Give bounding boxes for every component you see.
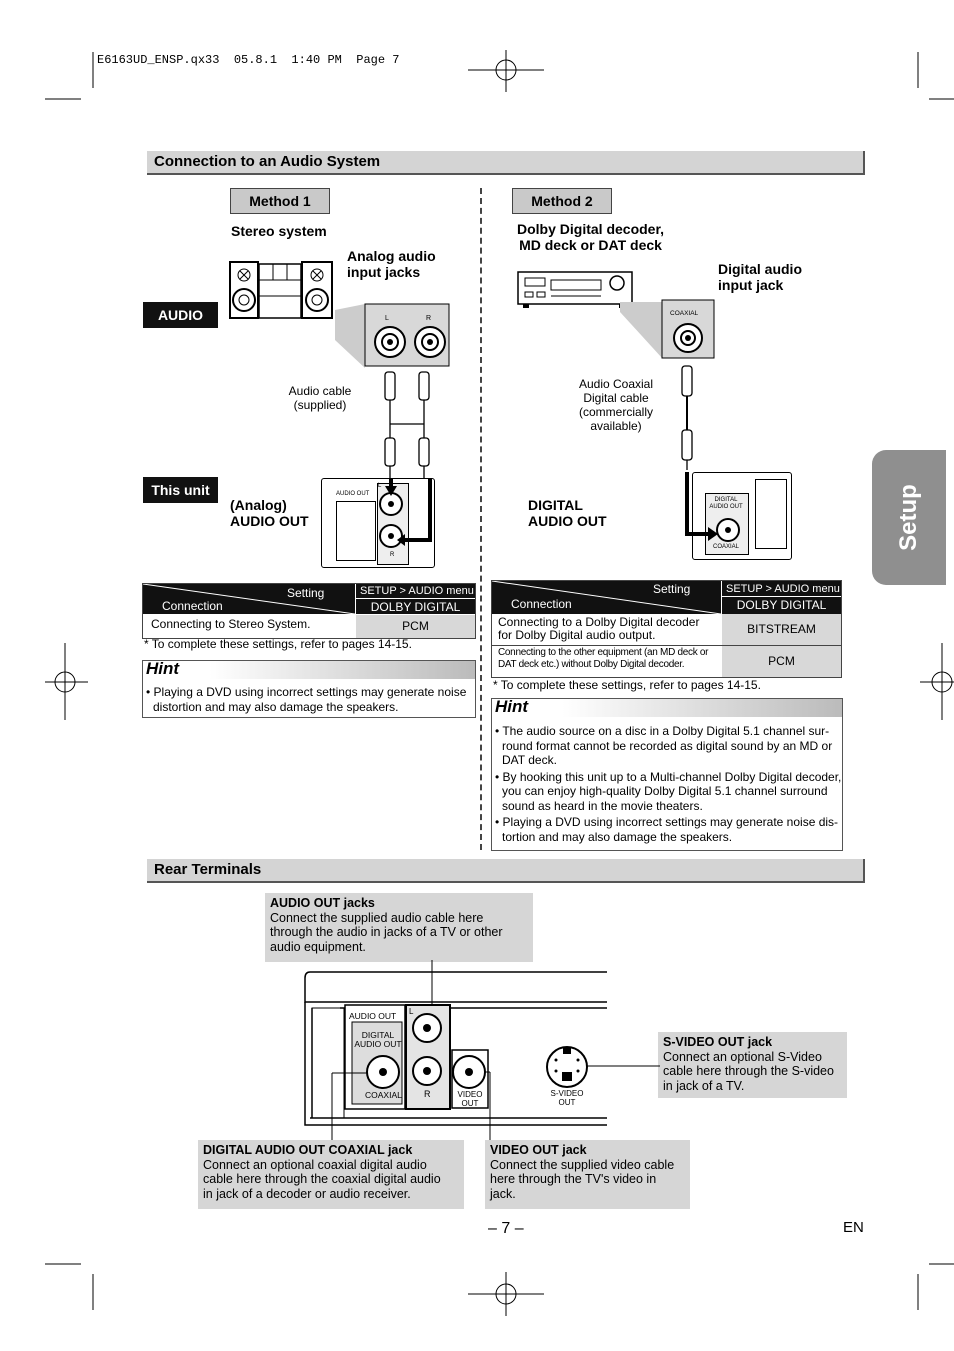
coaxial-cable-label: Audio Coaxial Digital cable (commerciall… (578, 377, 654, 433)
analog-input-jacks-icon: L R (335, 303, 450, 368)
table-row-other-label: Connecting to the other equipment (an MD… (498, 647, 709, 670)
video-out-callout: VIDEO OUT jack Connect the supplied vide… (485, 1140, 690, 1209)
rear-s-video-label: S-VIDEO OUT (550, 1089, 584, 1107)
audio-out-r-jack-icon (412, 1056, 442, 1086)
section-title: Connection to an Audio System (154, 153, 381, 170)
decoder-illustration (517, 271, 633, 308)
hint-title: Hint (495, 697, 529, 716)
rear-video-label: VIDEO OUT (457, 1090, 483, 1108)
panel-audio-out-label: AUDIO OUT (336, 491, 370, 497)
rear-digital-label: DIGITAL AUDIO OUT (354, 1030, 402, 1049)
stereo-system-label: Stereo system (231, 223, 327, 239)
panel-jack-r-label: R (390, 552, 395, 558)
table-row-decoder-value: BITSTREAM (722, 614, 841, 645)
coaxial-small-label: COAXIAL (670, 310, 699, 317)
table-setting-header: Setting (653, 582, 691, 596)
method-1-hint-box: Hint • Playing a DVD using incorrect set… (142, 659, 476, 718)
panel-jack-l-label: L (378, 483, 382, 489)
table-row-other-value: PCM (722, 646, 841, 677)
rear-l-label: L (409, 1007, 414, 1016)
method-2-hint-text: • The audio source on a disc in a Dolby … (495, 724, 842, 844)
s-video-callout: S-VIDEO OUT jack Connect an optional S-V… (658, 1032, 847, 1098)
svg-text:R: R (426, 315, 431, 322)
method-2-hint-box: Hint • The audio source on a disc in a D… (491, 697, 843, 851)
rear-panel-illustration (304, 960, 660, 1140)
page-number: – 7 – (488, 1220, 524, 1237)
table-row-decoder-label: Connecting to a Dolby Digital decoder fo… (498, 615, 700, 642)
method-1-note: * To complete these settings, refer to p… (144, 637, 412, 651)
rear-audio-out-label: AUDIO OUT (349, 1011, 397, 1021)
table-menu-header: SETUP > AUDIO menu > (722, 581, 841, 611)
method-2-note: * To complete these settings, refer to p… (493, 678, 761, 692)
rear-r-label: R (424, 1089, 431, 1099)
table-menu-value: DOLBY DIGITAL (722, 597, 841, 614)
hint-title: Hint (146, 659, 180, 678)
audio-tag: AUDIO (143, 302, 218, 328)
table-diagonal (143, 584, 355, 614)
setup-tab[interactable]: Setup (872, 450, 946, 585)
method-1-hint-text: • Playing a DVD using incorrect settings… (146, 685, 467, 714)
audio-out-l-jack-icon (412, 1013, 442, 1043)
panel-coaxial-label: COAXIAL (713, 544, 740, 550)
table-menu-header: SETUP > AUDIO menu > (356, 584, 475, 612)
digital-audio-out-label: DIGITAL AUDIO OUT (528, 497, 607, 529)
table-connection-header: Connection (162, 599, 223, 613)
table-row-stereo-label: Connecting to Stereo System. (151, 617, 311, 631)
coaxial-callout: DIGITAL AUDIO OUT COAXIAL jack Connect a… (198, 1140, 464, 1209)
this-unit-tag: This unit (143, 477, 218, 503)
digital-input-jack-label: Digital audio input jack (718, 261, 802, 293)
method-1-label: Method 1 (230, 188, 330, 214)
stereo-system-illustration (229, 261, 333, 319)
print-header: E6163UD_ENSP.qx33 05.8.1 1:40 PM Page 7 (97, 53, 400, 67)
video-out-jack-icon (452, 1055, 486, 1089)
coaxial-input-jack-icon (620, 299, 715, 359)
section-header-audio-system: Connection to an Audio System (147, 151, 865, 175)
section-header-rear-terminals: Rear Terminals (147, 859, 865, 883)
coaxial-jack-icon (366, 1055, 400, 1089)
rear-coaxial-label: COAXIAL (365, 1090, 402, 1100)
audio-out-callout: AUDIO OUT jacks Connect the supplied aud… (265, 893, 533, 962)
panel-digital-label: DIGITAL AUDIO OUT (709, 497, 743, 510)
digital-out-jack-icon (685, 472, 740, 542)
analog-audio-out-label: (Analog) AUDIO OUT (230, 497, 309, 529)
analog-out-jacks-icon (379, 478, 432, 548)
analog-jacks-label: Analog audio input jacks (347, 248, 436, 280)
method-2-settings-table: Setting Connection SETUP > AUDIO menu > … (491, 580, 842, 678)
method-2-label: Method 2 (512, 188, 612, 214)
rca-cable-icon (384, 371, 430, 478)
table-diagonal (492, 581, 721, 614)
language-label: EN (843, 1219, 864, 1236)
setup-tab-label: Setup (895, 484, 922, 551)
analog-out-panel: AUDIO OUT L R (321, 478, 435, 568)
panel-slot (336, 501, 376, 561)
table-row-stereo-value: PCM (356, 615, 475, 638)
table-menu-value: DOLBY DIGITAL (356, 599, 475, 614)
audio-cable-label: Audio cable (supplied) (288, 384, 352, 412)
svg-text:L: L (385, 315, 389, 322)
method-1-settings-table: Setting Connection SETUP > AUDIO menu > … (142, 583, 476, 639)
s-video-jack-icon (546, 1046, 588, 1088)
table-setting-header: Setting (287, 586, 325, 600)
section-title: Rear Terminals (154, 861, 262, 878)
table-connection-header: Connection (511, 597, 572, 611)
decoder-label: Dolby Digital decoder, MD deck or DAT de… (517, 221, 665, 253)
coaxial-cable-icon (681, 365, 693, 470)
column-divider (480, 188, 482, 850)
